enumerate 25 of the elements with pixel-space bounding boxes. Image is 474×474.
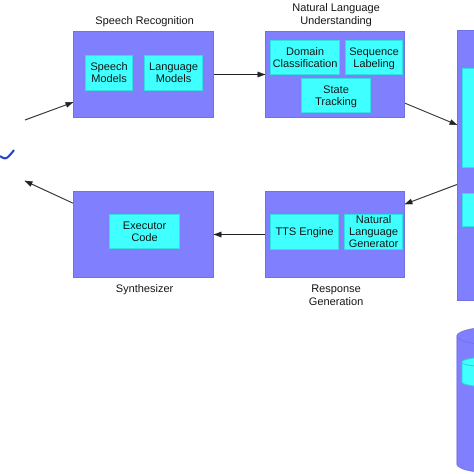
component-label: Language Models xyxy=(148,61,199,85)
arrow xyxy=(404,184,458,205)
component-label: Natural Language Generator xyxy=(348,214,400,250)
component-box xyxy=(109,214,180,249)
arrow xyxy=(24,102,74,120)
component-box xyxy=(270,214,339,250)
component-box xyxy=(301,78,371,113)
component-box xyxy=(85,55,133,91)
arrow xyxy=(404,102,458,126)
component-label: TTS Engine xyxy=(275,226,334,238)
arrow xyxy=(24,180,74,204)
component-label: Speech Models xyxy=(89,61,129,85)
module-title: Natural Language Understanding xyxy=(291,2,381,27)
component-label: Domain Classification xyxy=(272,46,338,70)
module-title: Speech Recognition xyxy=(94,14,195,27)
component-label: Sequence Labeling xyxy=(348,46,400,70)
component-label: State Tracking xyxy=(314,84,358,108)
arrow xyxy=(214,72,266,78)
module-title: Response Generation xyxy=(308,283,364,308)
component-box xyxy=(270,40,340,75)
arrow xyxy=(214,232,266,238)
component-box xyxy=(144,55,203,91)
component-label: Executor Code xyxy=(122,220,168,244)
component-box xyxy=(345,40,403,75)
module-title: Synthesizer xyxy=(114,283,174,296)
